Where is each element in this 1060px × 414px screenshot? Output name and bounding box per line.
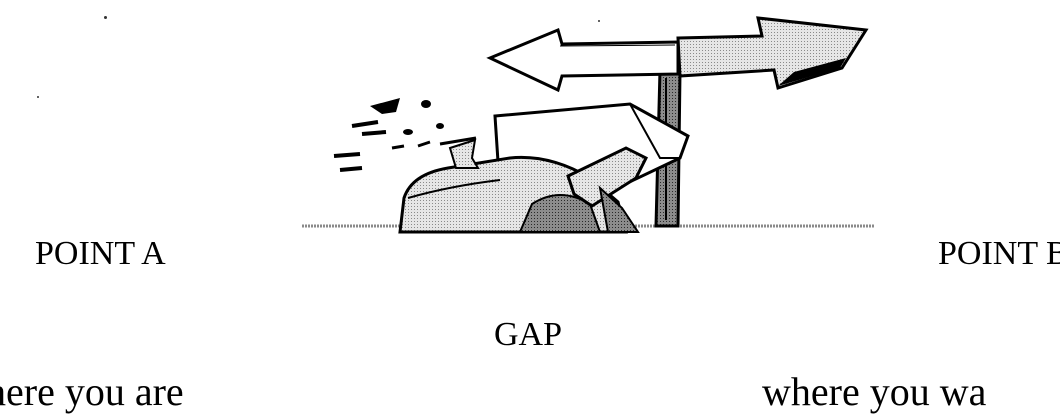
point-a-caption: here you are [0, 372, 184, 412]
right-arrow-sign [678, 18, 866, 88]
gap-label: GAP [494, 318, 562, 352]
point-b-label: POINT B [938, 237, 1060, 271]
debris [334, 98, 444, 170]
funnel-shape [440, 138, 478, 168]
left-arrow-sign [490, 30, 678, 90]
point-b-caption: where you wa [762, 372, 986, 412]
gap-illustration [300, 8, 880, 248]
speck [37, 96, 39, 98]
point-a-label: POINT A [35, 237, 166, 271]
speck [104, 16, 107, 19]
